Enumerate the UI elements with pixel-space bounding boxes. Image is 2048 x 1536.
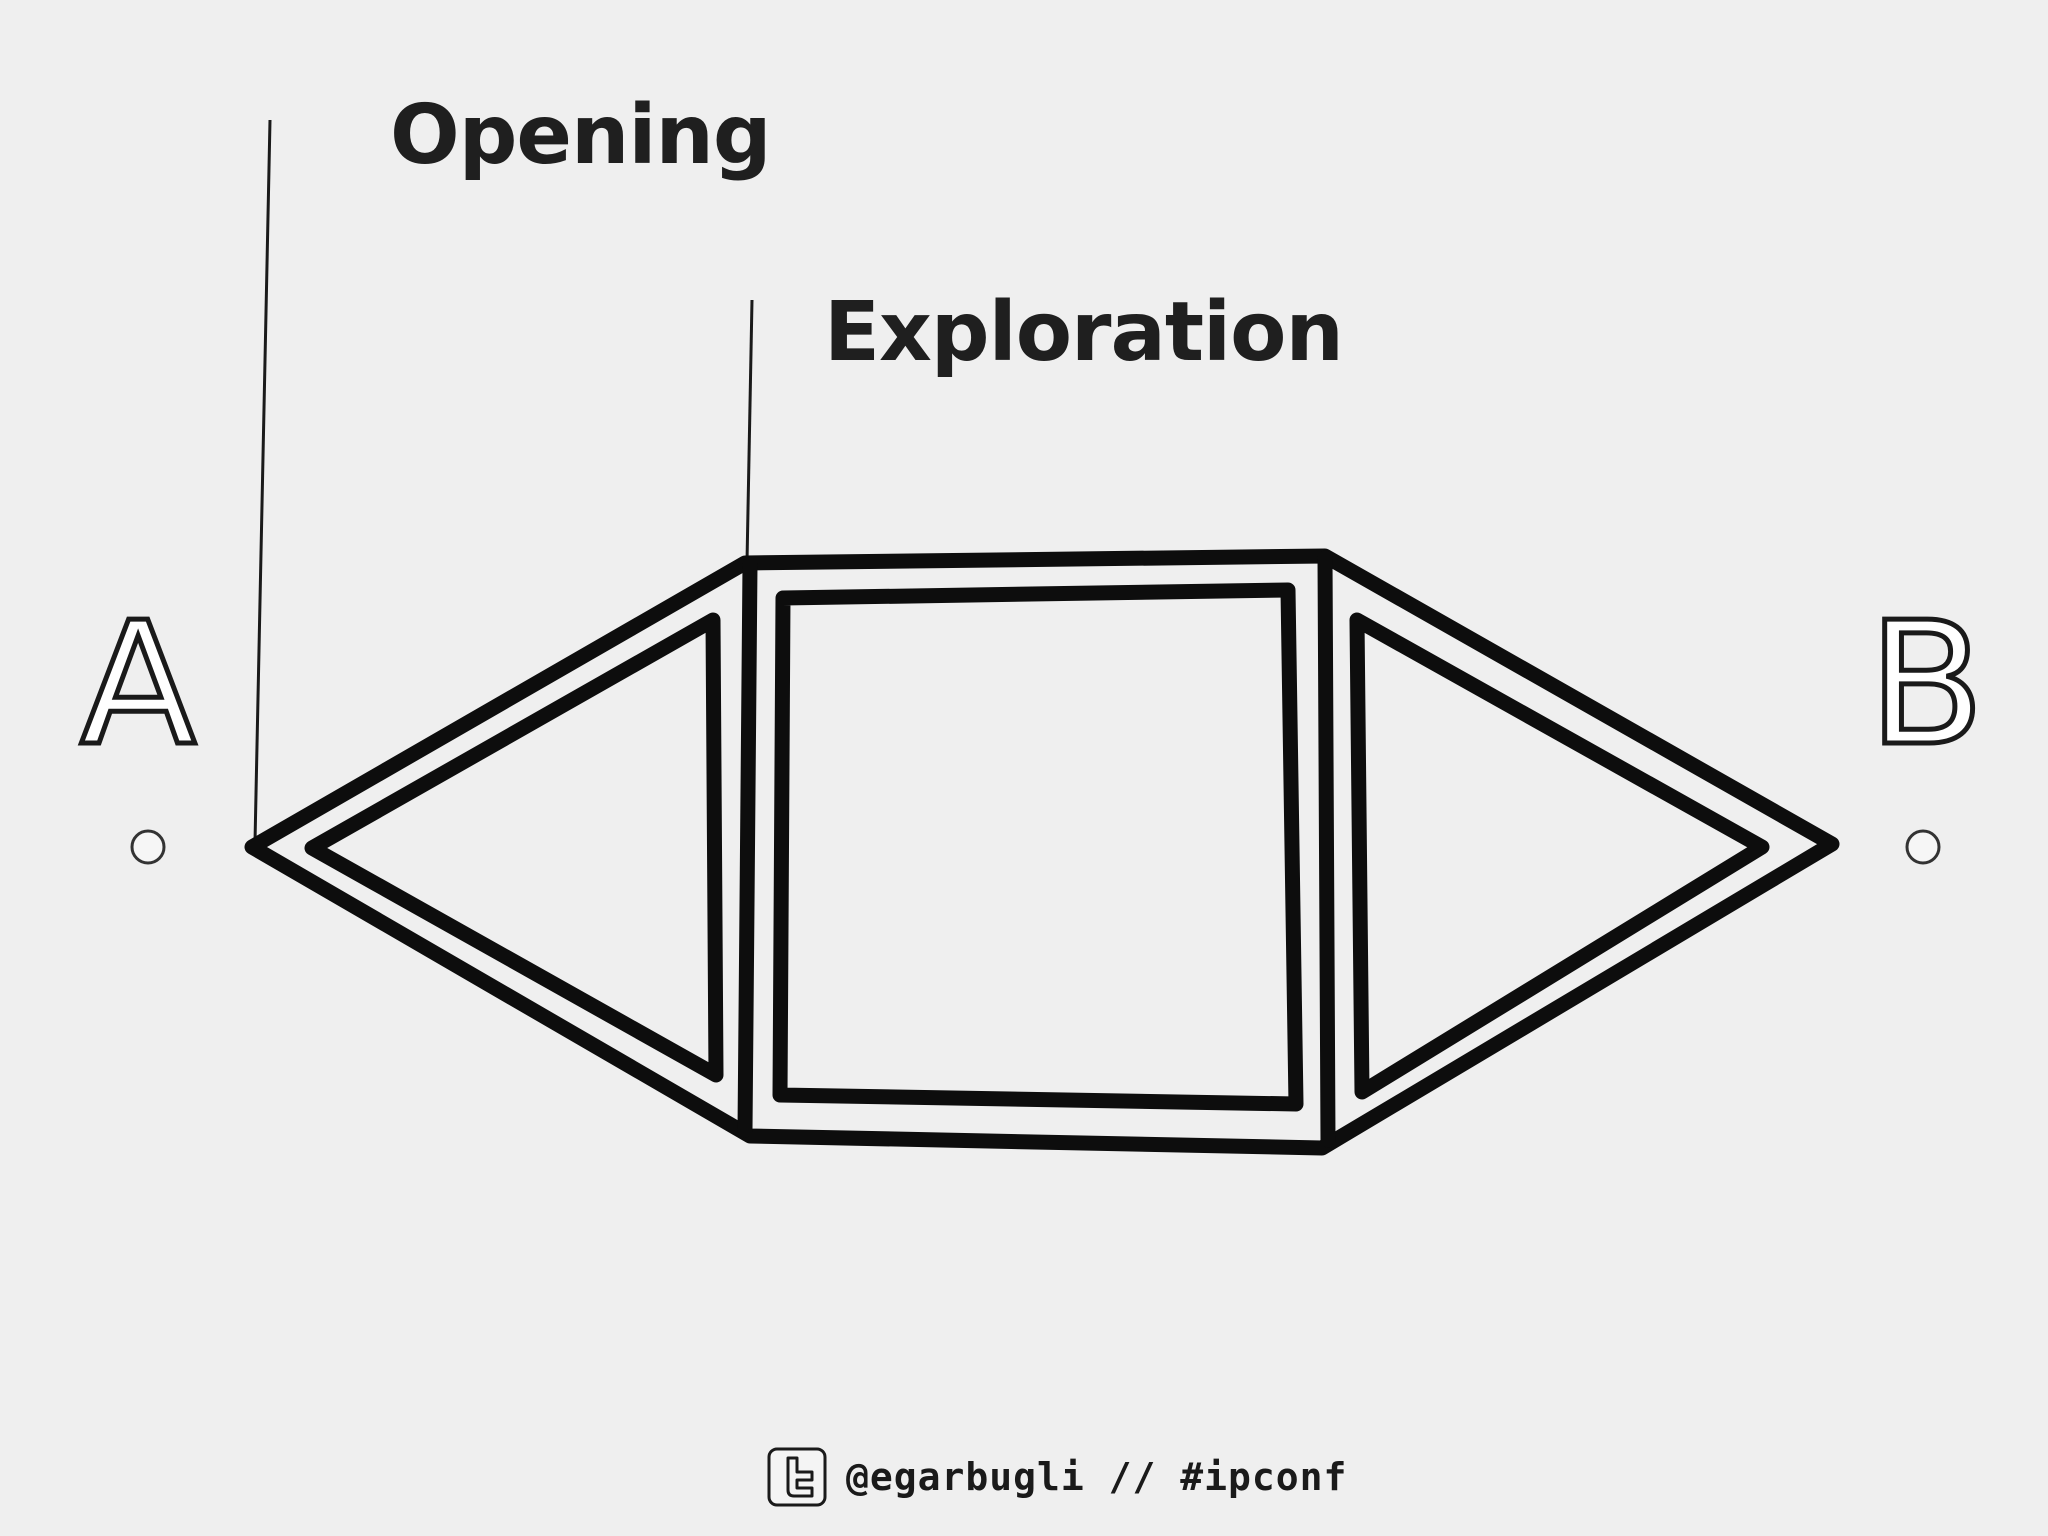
outer-outline <box>244 548 1840 1156</box>
closing-triangle <box>1349 612 1770 1100</box>
right-divider <box>1317 550 1336 1148</box>
footer-handle: @egarbugli // #ipconf <box>846 1455 1348 1499</box>
point-a-dot <box>130 829 166 865</box>
point-a-letter: A <box>77 586 198 784</box>
exploration-leader-line <box>745 299 754 563</box>
exploration-label: Exploration <box>824 285 1344 380</box>
exploration-square <box>772 582 1304 1112</box>
left-divider <box>737 557 758 1138</box>
opening-leader-line <box>253 119 272 843</box>
point-b-dot <box>1905 829 1941 865</box>
footer: @egarbugli // #ipconf <box>766 1442 1347 1512</box>
opening-label: Opening <box>390 88 772 183</box>
point-b-letter: B <box>1866 586 1988 784</box>
opening-triangle <box>304 612 724 1083</box>
twitter-icon <box>767 1447 827 1507</box>
